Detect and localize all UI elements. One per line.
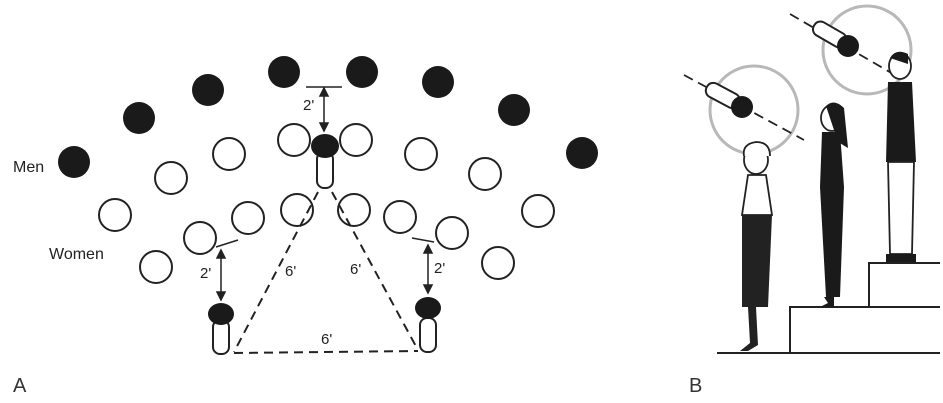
woman-singer — [384, 201, 416, 233]
right-distance-marker — [412, 238, 434, 293]
mic-body — [213, 320, 229, 354]
mic-capsule — [837, 35, 859, 57]
man-singer — [58, 146, 90, 178]
women-label: Women — [49, 246, 104, 263]
mic-body — [420, 318, 436, 352]
man-singer — [498, 94, 530, 126]
middle-singer-figure — [820, 102, 848, 307]
woman-singer — [482, 247, 514, 279]
pickup-pattern-front — [710, 66, 798, 154]
right-distance-label: 2' — [434, 260, 445, 277]
woman-singer — [522, 195, 554, 227]
woman-singer — [155, 162, 187, 194]
mic-capsule — [415, 297, 441, 319]
man-singer — [566, 137, 598, 169]
men-label: Men — [13, 159, 44, 176]
pickup-pattern-back — [823, 6, 911, 94]
mic-capsule — [208, 303, 234, 325]
center-microphone — [311, 134, 339, 188]
panel-b-label: B — [689, 375, 702, 397]
woman-singer — [232, 202, 264, 234]
woman-singer — [278, 124, 310, 156]
man-singer — [192, 74, 224, 106]
man-singer — [268, 56, 300, 88]
base-triangle-label: 6' — [321, 331, 332, 348]
left-microphone — [208, 303, 234, 354]
back-microphone — [810, 19, 859, 57]
man-singer — [346, 56, 378, 88]
left-distance-marker — [216, 240, 238, 300]
mic-spacing-triangle — [234, 192, 418, 353]
panel-b: B — [684, 6, 940, 397]
panel-a-label: A — [13, 375, 27, 397]
man-singer — [123, 102, 155, 134]
woman-singer — [469, 158, 501, 190]
mic-capsule — [311, 134, 339, 158]
woman-singer — [140, 251, 172, 283]
woman-singer — [436, 217, 468, 249]
right-triangle-label: 6' — [350, 261, 361, 278]
risers — [790, 263, 940, 353]
center-distance-label: 2' — [303, 97, 314, 114]
mic-capsule — [731, 96, 753, 118]
woman-singer — [213, 138, 245, 170]
front-singer-figure — [740, 142, 772, 351]
mic-axis-lines — [684, 14, 900, 140]
panel-a: 2' 2' 2' 6' — [13, 56, 598, 397]
right-microphone — [415, 297, 441, 352]
woman-singer — [99, 199, 131, 231]
left-distance-label: 2' — [200, 265, 211, 282]
left-triangle-label: 6' — [285, 263, 296, 280]
woman-singer — [184, 222, 216, 254]
woman-singer — [405, 138, 437, 170]
woman-singer — [340, 124, 372, 156]
man-singer — [422, 66, 454, 98]
back-singer-figure — [886, 52, 916, 262]
